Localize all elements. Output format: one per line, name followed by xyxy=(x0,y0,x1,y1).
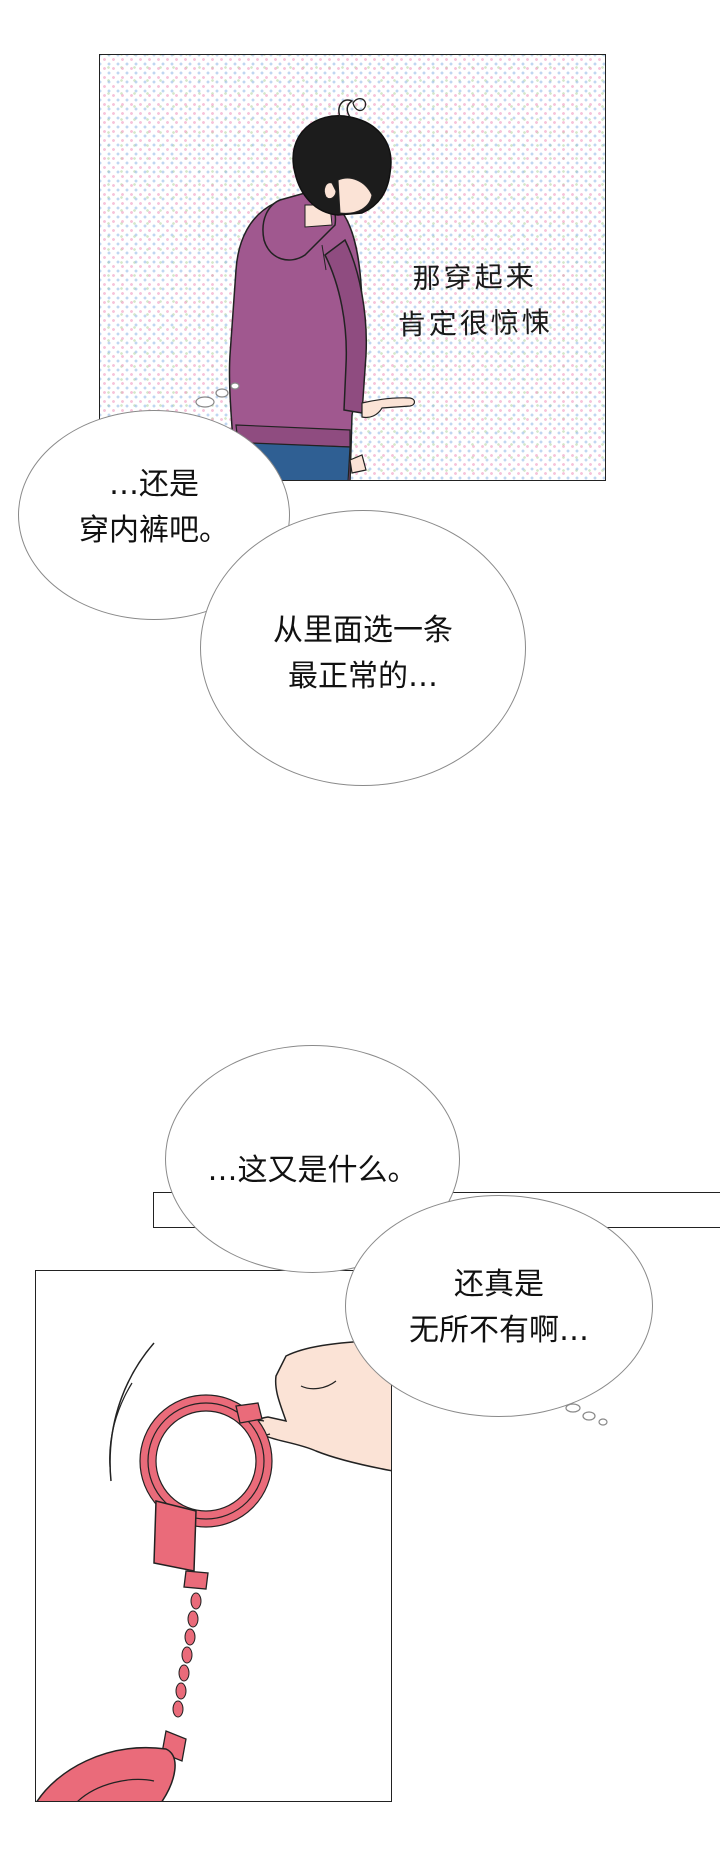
speech-bubble-2 xyxy=(200,510,526,786)
bubble-2-line-1: 从里面选一条 xyxy=(273,613,453,648)
bubble-3-line-1: …这又是什么。 xyxy=(207,1153,418,1188)
speech-bubble-1-text: …还是 穿内裤吧。 xyxy=(30,462,278,554)
bubble-1-line-2: 穿内裤吧。 xyxy=(79,513,229,548)
bubble-4-line-2: 无所不有啊… xyxy=(409,1313,589,1348)
thought-trail-dots-1 xyxy=(195,382,240,408)
inner-thought-caption: 那穿起来 肯定很惊悚 xyxy=(369,253,581,349)
speech-bubble-3-text: …这又是什么。 xyxy=(170,1148,455,1194)
caption-line-2: 肯定很惊悚 xyxy=(397,305,554,342)
comic-panel-1: 那穿起来 肯定很惊悚 xyxy=(99,54,606,481)
speech-bubble-4-text: 还真是 无所不有啊… xyxy=(355,1262,643,1354)
speech-bubble-2-text: 从里面选一条 最正常的… xyxy=(210,608,516,700)
comic-panel-2 xyxy=(35,1270,392,1802)
bubble-4-line-1: 还真是 xyxy=(454,1267,544,1302)
boy-in-hoodie-illustration xyxy=(228,97,416,480)
hand-holding-handcuffs-illustration xyxy=(36,1338,391,1801)
bubble-1-line-1: …还是 xyxy=(109,467,199,502)
caption-line-1: 那穿起来 xyxy=(412,259,537,296)
speech-bubble-4 xyxy=(345,1195,653,1417)
thought-trail-dots-2 xyxy=(565,1403,608,1426)
bubble-2-line-2: 最正常的… xyxy=(288,659,438,694)
